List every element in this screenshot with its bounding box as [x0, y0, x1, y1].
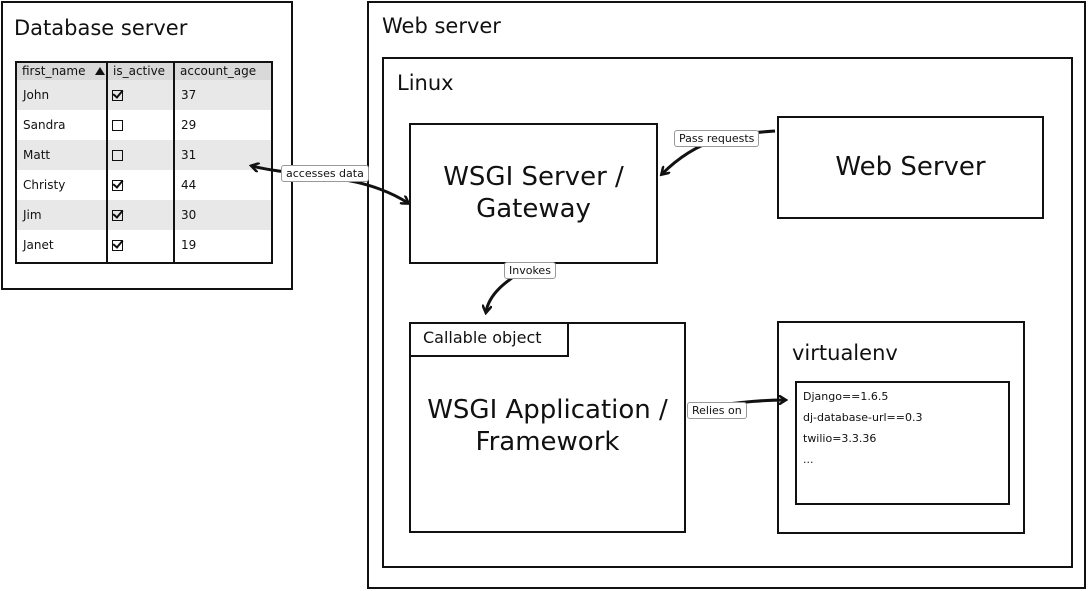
table-row[interactable]: Jim 30 — [17, 200, 271, 230]
column-header-is-active[interactable]: is_active — [113, 64, 166, 78]
wsgi-app-label: WSGI Application / Framework — [409, 394, 686, 458]
package-item: twilio=3.3.36 — [803, 432, 877, 445]
virtualenv-package-list: Django==1.6.5 dj-database-url==0.3 twili… — [795, 381, 1010, 505]
cell-is-active — [108, 110, 173, 140]
wsgi-app-box — [409, 322, 686, 533]
web-server-box — [777, 116, 1044, 219]
cell-account-age: 37 — [181, 88, 197, 102]
column-header-account-age[interactable]: account_age — [180, 64, 257, 78]
column-divider — [173, 63, 175, 262]
wsgi-app-line2: Framework — [475, 427, 620, 457]
linux-title: Linux — [397, 71, 454, 95]
column-divider — [106, 63, 108, 262]
cell-is-active — [108, 170, 173, 200]
table-row[interactable]: John 37 — [17, 80, 271, 110]
relies-on-label: Relies on — [687, 402, 747, 419]
web-server-label: Web Server — [835, 152, 986, 182]
cell-is-active — [108, 80, 173, 110]
cell-first-name: Janet — [23, 238, 54, 252]
cell-first-name: Jim — [23, 208, 42, 222]
package-item: ... — [803, 453, 814, 466]
database-server-title: Database server — [14, 16, 188, 40]
wsgi-server-line1: WSGI Server / — [443, 162, 624, 192]
unchecked-checkbox-icon[interactable] — [112, 150, 123, 161]
invokes-label: Invokes — [504, 262, 556, 279]
callable-object-label: Callable object — [423, 328, 542, 347]
table-row[interactable]: Christy 44 — [17, 170, 271, 200]
web-server-outer-title: Web server — [382, 14, 501, 38]
column-header-first-name[interactable]: first_name — [22, 64, 86, 78]
checked-checkbox-icon[interactable] — [112, 180, 123, 191]
checked-checkbox-icon[interactable] — [112, 240, 123, 251]
wsgi-server-line2: Gateway — [476, 194, 591, 224]
cell-first-name: Christy — [23, 178, 66, 192]
wsgi-server-box — [409, 123, 658, 264]
accesses-data-label: accesses data — [281, 165, 369, 182]
package-item: Django==1.6.5 — [803, 390, 889, 403]
wsgi-server-label: WSGI Server / Gateway — [409, 161, 658, 225]
cell-first-name: Sandra — [23, 118, 66, 132]
cell-is-active — [108, 200, 173, 230]
cell-account-age: 44 — [181, 178, 197, 192]
unchecked-checkbox-icon[interactable] — [112, 120, 123, 131]
cell-account-age: 31 — [181, 148, 197, 162]
wsgi-app-line1: WSGI Application / — [427, 395, 668, 425]
callable-object-tag — [409, 322, 569, 357]
sort-ascending-icon[interactable] — [95, 67, 105, 75]
pass-requests-label: Pass requests — [674, 130, 760, 147]
cell-account-age: 19 — [181, 238, 197, 252]
package-item: dj-database-url==0.3 — [803, 411, 923, 424]
checked-checkbox-icon[interactable] — [112, 90, 123, 101]
checked-checkbox-icon[interactable] — [112, 210, 123, 221]
cell-is-active — [108, 230, 173, 260]
table-row[interactable]: Matt 31 — [17, 140, 271, 170]
table-row[interactable]: Sandra 29 — [17, 110, 271, 140]
cell-first-name: John — [23, 88, 50, 102]
cell-account-age: 29 — [181, 118, 197, 132]
cell-first-name: Matt — [23, 148, 51, 162]
cell-account-age: 30 — [181, 208, 197, 222]
cell-is-active — [108, 140, 173, 170]
table-row[interactable]: Janet 19 — [17, 230, 271, 260]
table-header: first_name is_active account_age — [17, 63, 271, 81]
virtualenv-title: virtualenv — [792, 341, 898, 365]
